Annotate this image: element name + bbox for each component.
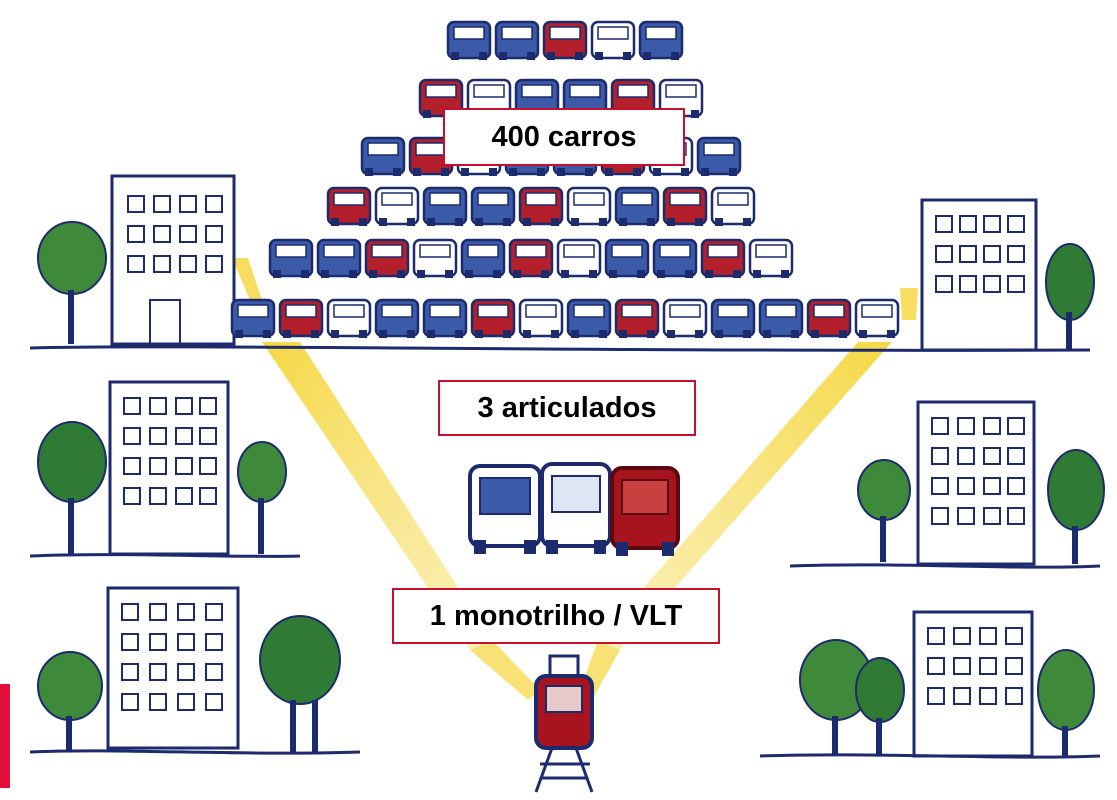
building-icon — [110, 174, 236, 346]
buildings — [106, 174, 1038, 758]
building-icon — [106, 586, 240, 750]
car-icon — [446, 20, 492, 60]
car-icon — [364, 238, 410, 278]
car-icon — [662, 186, 708, 226]
car-icon — [422, 298, 468, 338]
lower-left-beam — [470, 640, 540, 700]
light-beams — [232, 258, 918, 700]
car-icon — [460, 238, 506, 278]
car-icon — [854, 298, 900, 338]
car-icon — [278, 298, 324, 338]
red-accent-bar — [0, 684, 10, 788]
car-icon — [326, 186, 372, 226]
car-icon — [518, 186, 564, 226]
articulated-buses — [468, 462, 680, 556]
car-icon — [470, 298, 516, 338]
car-icon — [638, 20, 684, 60]
trees — [37, 221, 1105, 756]
car-icon — [408, 136, 454, 176]
monorail-count-label: 1 monotrilho / VLT — [392, 588, 720, 644]
tree-icon — [855, 657, 905, 756]
car-icon — [494, 20, 540, 60]
upper-right-glow — [900, 288, 918, 320]
cars-count-label: 400 carros — [443, 108, 685, 166]
car-icon — [326, 298, 372, 338]
car-icon — [710, 186, 756, 226]
bus-icon — [468, 464, 542, 554]
car-icon — [360, 136, 406, 176]
right-light-beam — [598, 342, 892, 650]
tree-icon — [1045, 243, 1095, 350]
car-icon — [614, 186, 660, 226]
building-icon — [912, 610, 1034, 758]
tree-icon — [1047, 449, 1105, 564]
car-icon — [470, 186, 516, 226]
car-icon — [514, 78, 560, 118]
tree-icon — [1037, 649, 1095, 756]
car-icon — [422, 186, 468, 226]
tree-icon — [37, 221, 107, 344]
buses-count-label: 3 articulados — [438, 380, 696, 436]
car-icon — [748, 238, 794, 278]
car-icon — [374, 298, 420, 338]
car-icon — [268, 238, 314, 278]
car-icon — [412, 238, 458, 278]
car-icon — [518, 298, 564, 338]
car-icon — [566, 186, 612, 226]
car-icon — [556, 238, 602, 278]
car-icon — [696, 136, 742, 176]
building-icon — [916, 400, 1036, 566]
car-icon — [542, 20, 588, 60]
car-icon — [566, 298, 612, 338]
car-icon — [700, 238, 746, 278]
tree-icon — [37, 421, 107, 554]
car-icon — [806, 298, 852, 338]
car-pyramid — [230, 20, 900, 338]
car-icon — [604, 238, 650, 278]
car-icon — [758, 298, 804, 338]
tree-icon — [259, 615, 341, 752]
left-light-beam — [262, 342, 492, 650]
tree-icon — [237, 441, 287, 554]
building-icon — [108, 380, 230, 556]
bus-icon — [610, 466, 680, 556]
tree-icon — [37, 651, 103, 752]
car-icon — [374, 186, 420, 226]
upper-left-glow — [232, 258, 262, 300]
car-icon — [590, 20, 636, 60]
tram-icon — [534, 654, 594, 793]
car-icon — [658, 78, 704, 118]
car-icon — [316, 238, 362, 278]
tree-icon — [857, 459, 911, 562]
car-icon — [230, 298, 276, 338]
building-icon — [920, 198, 1038, 352]
car-icon — [710, 298, 756, 338]
car-icon — [662, 298, 708, 338]
car-icon — [508, 238, 554, 278]
car-icon — [614, 298, 660, 338]
bus-icon — [540, 462, 612, 554]
car-icon — [418, 78, 464, 118]
car-icon — [652, 238, 698, 278]
